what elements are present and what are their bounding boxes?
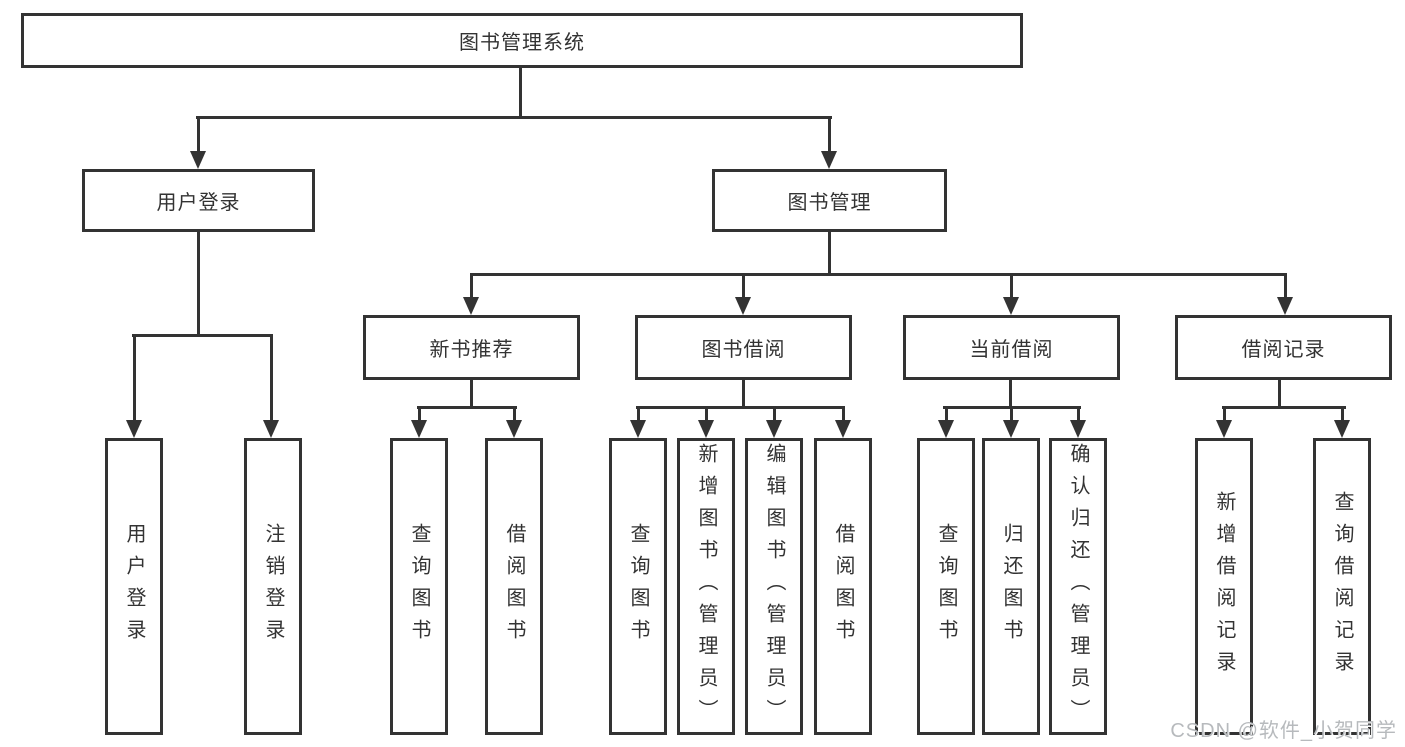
arrowhead-book-management [821,151,837,169]
connector-root-stub [519,68,522,118]
node-new-book-recommend-label: 新书推荐 [429,339,514,361]
leaf-query-book-2: 查询图书 [609,438,667,735]
arrowhead-current-borrow [1003,297,1019,315]
node-book-management-label: 图书管理 [787,192,872,214]
arrowhead-book-borrow [735,297,751,315]
leaf-user-login-label: 用户登录 [123,522,145,651]
leaf-add-borrow-record: 新增借阅记录 [1195,438,1253,735]
node-user-login: 用户登录 [82,169,315,232]
leaf-edit-book-admin: 编辑图书（管理员） [745,438,803,735]
leaf-query-borrow-record: 查询借阅记录 [1313,438,1371,735]
connector-drop-leaf-logout [270,334,273,424]
arrowhead-query-book-2 [630,420,646,438]
leaf-borrow-book-2: 借阅图书 [814,438,872,735]
connector-drop-add-record [1223,406,1226,424]
leaf-confirm-return-admin: 确认归还（管理员） [1049,438,1107,735]
leaf-query-borrow-record-label: 查询借阅记录 [1331,490,1353,683]
arrowhead-confirm-return [1070,420,1086,438]
leaf-logout: 注销登录 [244,438,302,735]
connector-drop-borrow-book-1 [513,406,516,424]
node-borrow-record-label: 借阅记录 [1241,339,1326,361]
leaf-user-login: 用户登录 [105,438,163,735]
arrowhead-leaf-user-login [126,420,142,438]
leaf-add-book-admin: 新增图书（管理员） [677,438,735,735]
connector-book-borrow-stub [742,379,745,409]
arrowhead-return-book [1003,420,1019,438]
connector-drop-book-borrow [742,273,745,301]
node-new-book-recommend: 新书推荐 [363,315,580,380]
leaf-query-book-2-label: 查询图书 [627,522,649,651]
arrowhead-add-book [698,420,714,438]
connector-borrow-record-stub [1278,379,1281,409]
node-current-borrow-label: 当前借阅 [969,339,1054,361]
connector-drop-query-book-1 [418,406,421,424]
node-root-system: 图书管理系统 [21,13,1023,68]
connector-drop-leaf-user-login [133,334,136,424]
arrowhead-new-book [463,297,479,315]
connector-drop-book-management [828,116,831,154]
leaf-edit-book-admin-label: 编辑图书（管理员） [763,442,785,731]
connector-drop-user-login [197,116,200,154]
leaf-borrow-book-2-label: 借阅图书 [832,522,854,651]
node-book-management: 图书管理 [712,169,947,232]
connector-user-login-split [132,334,273,337]
connector-drop-borrow-record [1284,273,1287,301]
leaf-query-book-1-label: 查询图书 [408,522,430,651]
connector-drop-confirm-return [1077,406,1080,424]
connector-drop-current-borrow [1010,273,1013,301]
arrowhead-leaf-logout [263,420,279,438]
connector-borrow-record-split [1222,406,1346,409]
connector-book-management-split [470,273,1287,276]
connector-drop-add-book [705,406,708,424]
arrowhead-query-book-1 [411,420,427,438]
leaf-add-borrow-record-label: 新增借阅记录 [1213,490,1235,683]
arrowhead-borrow-record [1277,297,1293,315]
arrowhead-query-record [1334,420,1350,438]
leaf-query-book-1: 查询图书 [390,438,448,735]
leaf-query-book-3-label: 查询图书 [935,522,957,651]
arrowhead-edit-book [766,420,782,438]
arrowhead-borrow-book-1 [506,420,522,438]
node-root-label: 图书管理系统 [459,32,585,54]
leaf-add-book-admin-label: 新增图书（管理员） [695,442,717,731]
arrowhead-query-book-3 [938,420,954,438]
connector-user-login-stub [197,231,200,337]
connector-root-split [196,116,832,119]
connector-drop-query-book-3 [945,406,948,424]
node-user-login-label: 用户登录 [156,192,241,214]
arrowhead-add-record [1216,420,1232,438]
leaf-borrow-book-1-label: 借阅图书 [503,522,525,651]
connector-drop-new-book [470,273,473,301]
connector-drop-borrow-book-2 [842,406,845,424]
connector-current-borrow-stub [1009,379,1012,409]
node-book-borrow: 图书借阅 [635,315,852,380]
connector-drop-query-record [1341,406,1344,424]
leaf-return-book: 归还图书 [982,438,1040,735]
leaf-borrow-book-1: 借阅图书 [485,438,543,735]
leaf-return-book-label: 归还图书 [1000,522,1022,651]
leaf-logout-label: 注销登录 [262,522,284,651]
connector-new-book-stub [470,379,473,409]
connector-drop-query-book-2 [637,406,640,424]
node-borrow-record: 借阅记录 [1175,315,1392,380]
connector-book-management-stub [828,231,831,276]
leaf-confirm-return-admin-label: 确认归还（管理员） [1067,442,1089,731]
connector-book-borrow-split [636,406,844,409]
connector-new-book-split [417,406,517,409]
arrowhead-user-login [190,151,206,169]
connector-drop-edit-book [773,406,776,424]
arrowhead-borrow-book-2 [835,420,851,438]
leaf-query-book-3: 查询图书 [917,438,975,735]
node-current-borrow: 当前借阅 [903,315,1120,380]
node-book-borrow-label: 图书借阅 [701,339,786,361]
connector-drop-return-book [1010,406,1013,424]
